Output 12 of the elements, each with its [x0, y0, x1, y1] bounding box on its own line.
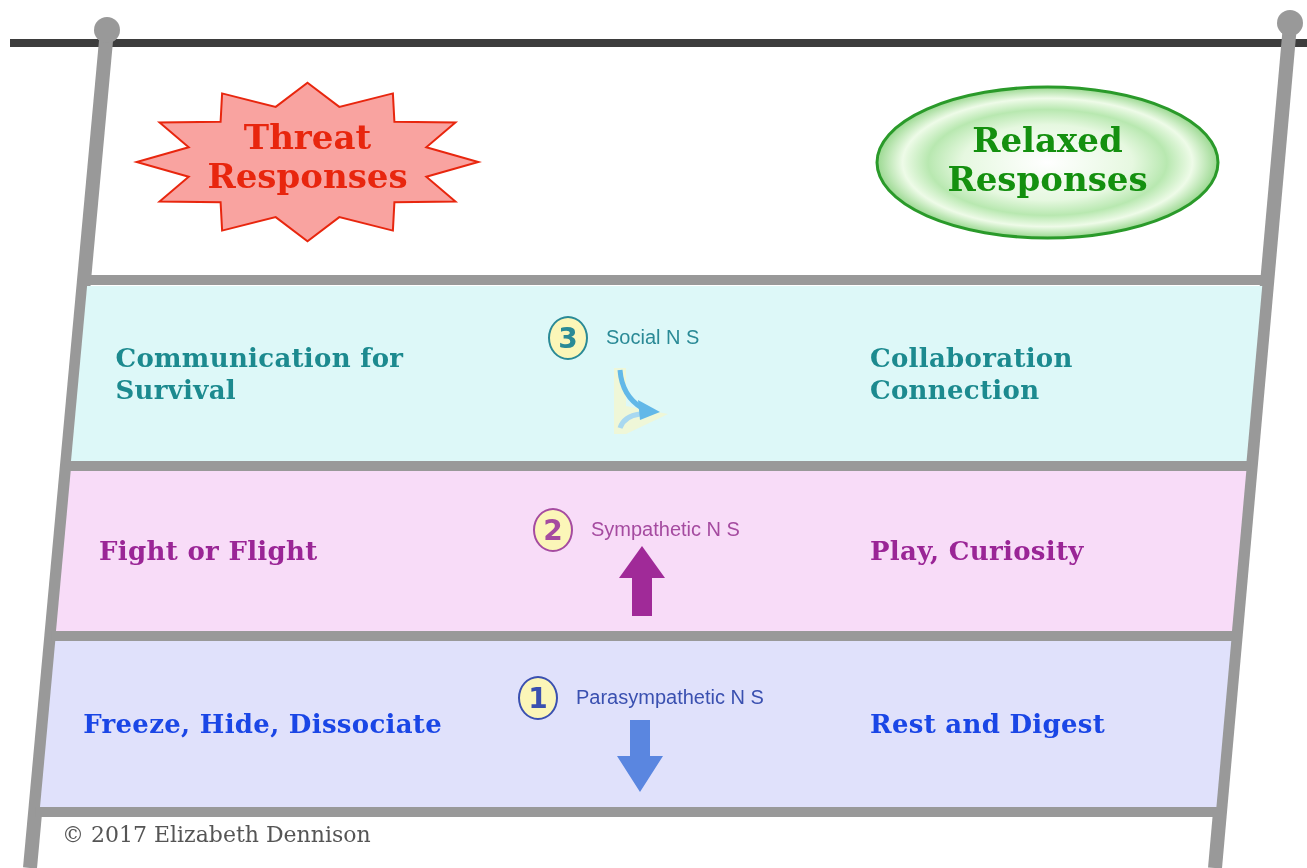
system-label: Parasympathetic N S — [576, 686, 764, 709]
system-label: Sympathetic N S — [591, 518, 740, 541]
copyright-note: © 2017 Elizabeth Dennison — [62, 822, 371, 847]
response-label: Play, Curiosity — [870, 534, 1085, 568]
response-heading: Threat Responses — [206, 118, 409, 197]
response-label: Communication for Survival — [115, 341, 405, 406]
response-label: Rest and Digest — [870, 707, 1107, 741]
system-label: Social N S — [606, 326, 700, 349]
response-label: Freeze, Hide, Dissociate — [83, 707, 443, 741]
response-label: Collaboration Connection — [870, 341, 1074, 406]
response-heading: Relaxed Responses — [946, 121, 1149, 200]
response-label: Fight or Flight — [99, 534, 319, 568]
